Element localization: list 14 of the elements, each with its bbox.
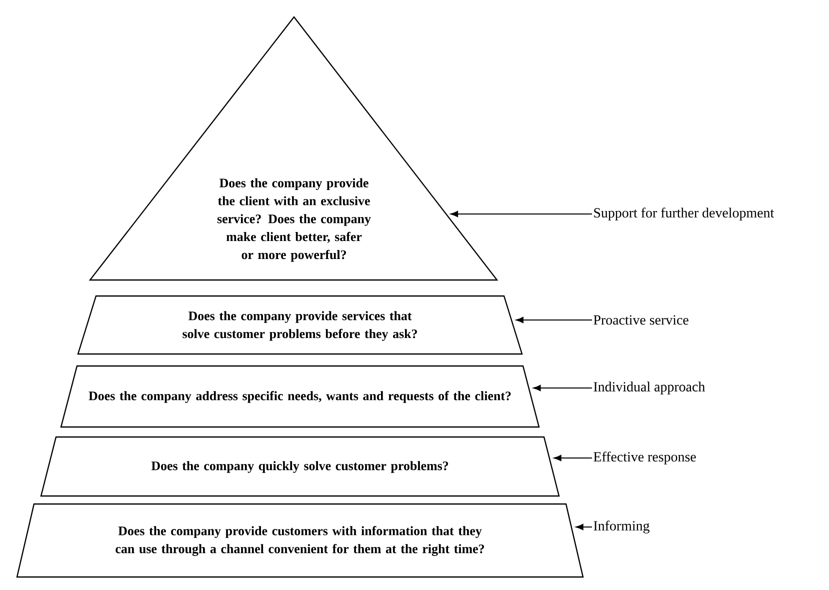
arrow — [576, 524, 592, 530]
side-label: Informing — [594, 520, 650, 534]
side-label: Individual approach — [594, 382, 705, 394]
pyramid-level: Does the company provide services that solve customer problems before they ask? — [77, 295, 523, 355]
pyramid-level: Does the company quickly solve customer problems? — [40, 436, 560, 497]
side-label: Proactive service — [594, 315, 688, 325]
side-label: Effective response — [594, 452, 696, 464]
pyramid-level: Does the company provide customers with information that they can use through a channel convenient for them at the right time? — [16, 503, 584, 578]
pyramid-level: Does the company address specific needs, wants and requests of the client? — [60, 365, 540, 428]
arrow — [533, 384, 592, 392]
arrow — [450, 210, 592, 218]
arrow — [516, 316, 592, 324]
arrow — [554, 454, 592, 462]
side-label: Support for further development — [594, 208, 774, 220]
